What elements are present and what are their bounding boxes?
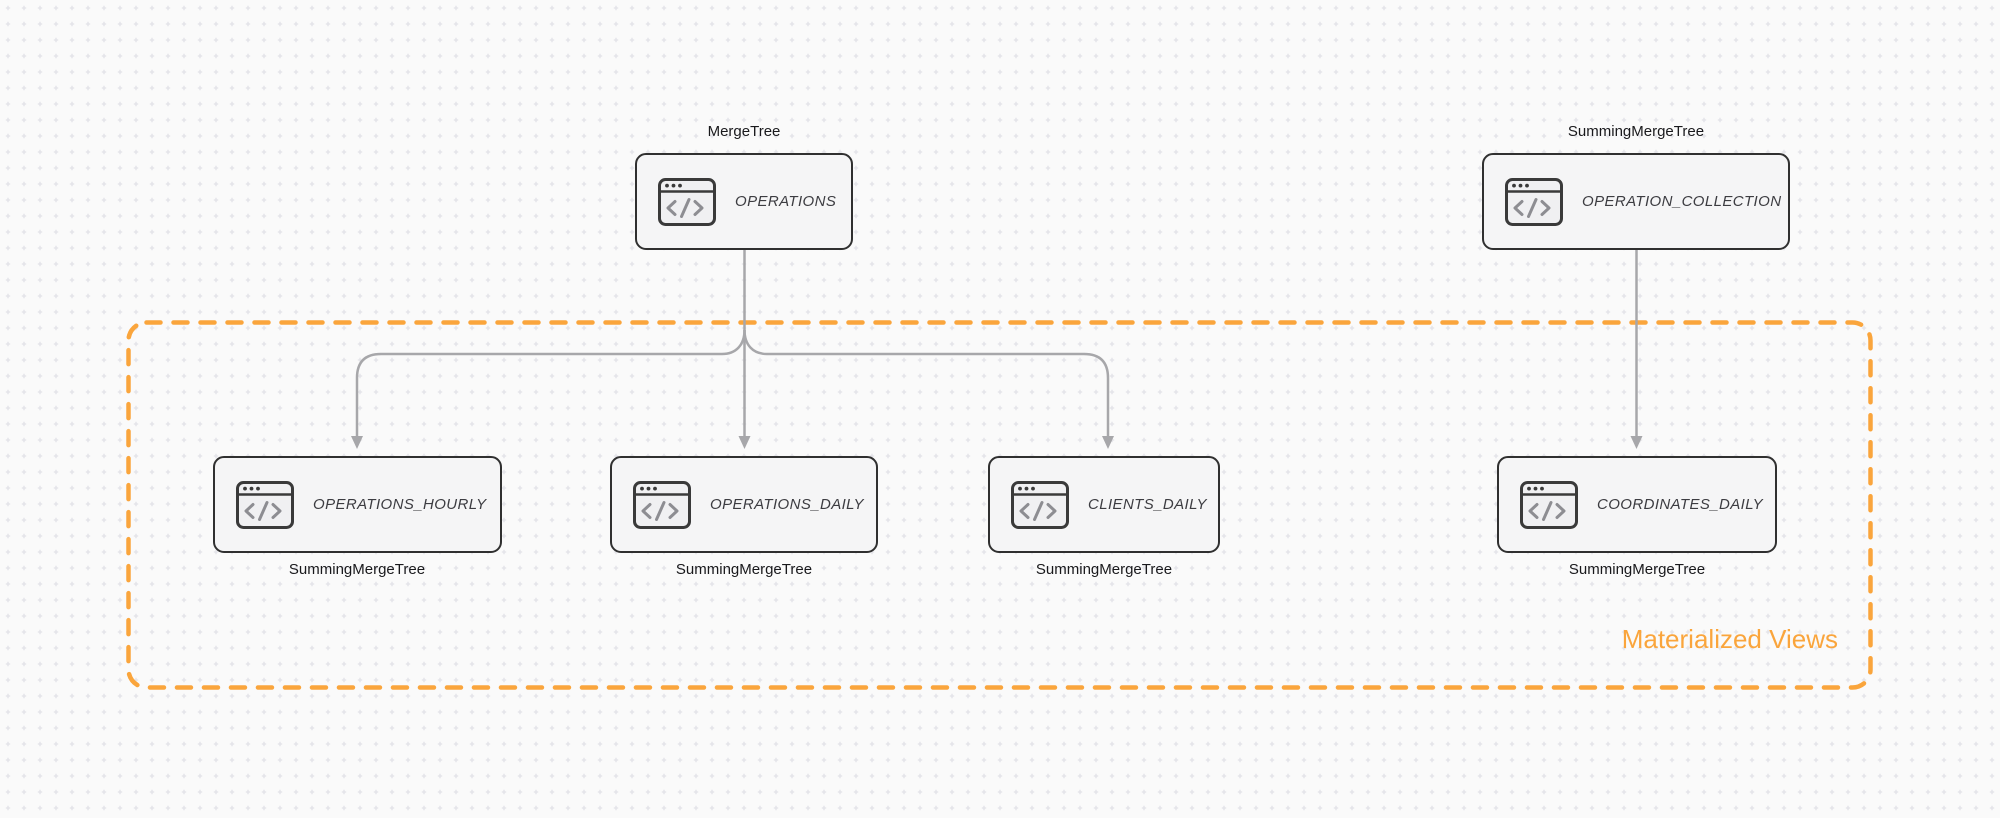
table-name: OPERATIONS — [735, 193, 837, 210]
table-name: CLIENTS_DAILY — [1088, 496, 1207, 513]
table-node-operations-hourly[interactable]: OPERATIONS_HOURLY — [213, 456, 502, 553]
table-node-operation-collection[interactable]: OPERATION_COLLECTION — [1482, 153, 1790, 250]
code-window-icon — [633, 481, 691, 529]
edge-operations-to-operations-hourly — [351, 329, 746, 449]
engine-label-operation-collection: SummingMergeTree — [1567, 123, 1705, 140]
code-window-icon — [236, 481, 294, 529]
code-window-icon — [1520, 481, 1578, 529]
code-window-icon — [1011, 481, 1069, 529]
table-node-operations-daily[interactable]: OPERATIONS_DAILY — [610, 456, 878, 553]
engine-label-operations-daily: SummingMergeTree — [675, 561, 813, 578]
code-window-icon — [1505, 178, 1563, 226]
engine-label-clients-daily: SummingMergeTree — [1035, 561, 1173, 578]
edge-operations-to-clients-daily — [743, 329, 1114, 449]
engine-label-operations: MergeTree — [707, 123, 781, 140]
table-node-coordinates-daily[interactable]: COORDINATES_DAILY — [1497, 456, 1777, 553]
code-window-icon — [658, 178, 716, 226]
table-node-operations[interactable]: OPERATIONS — [635, 153, 853, 250]
engine-label-operations-hourly: SummingMergeTree — [288, 561, 426, 578]
table-name: OPERATIONS_HOURLY — [313, 496, 487, 513]
table-name: COORDINATES_DAILY — [1597, 496, 1764, 513]
table-node-clients-daily[interactable]: CLIENTS_DAILY — [988, 456, 1220, 553]
table-name: OPERATIONS_DAILY — [710, 496, 864, 513]
engine-label-coordinates-daily: SummingMergeTree — [1568, 561, 1706, 578]
materialized-views-label: Materialized Views — [1621, 624, 1838, 654]
table-name: OPERATION_COLLECTION — [1582, 193, 1782, 210]
